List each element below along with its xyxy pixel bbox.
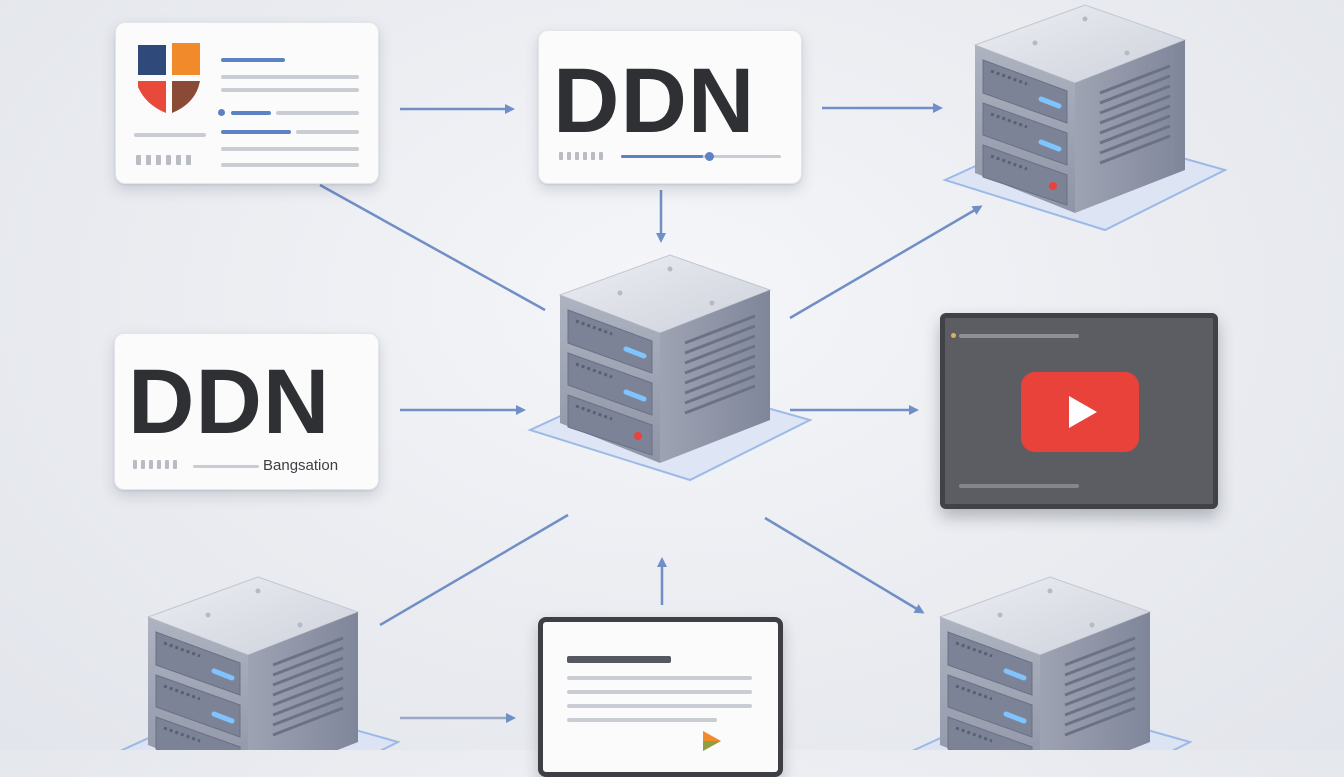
video-player: [940, 313, 1218, 509]
connectors: [319, 103, 983, 723]
ddn-card-left: DDN Bangsation: [114, 333, 379, 490]
card-tick: [133, 460, 137, 469]
doc-line: [567, 676, 752, 680]
ddn-card-top: DDN: [538, 30, 802, 184]
card-tick: [156, 155, 161, 165]
card-tick: [146, 155, 151, 165]
doc-play-icon: [701, 729, 723, 753]
doc-line: [567, 704, 752, 708]
card-tick: [173, 460, 177, 469]
card-line: [221, 130, 291, 134]
doc-heading: [567, 656, 671, 663]
card-tick: [149, 460, 153, 469]
card-line: [296, 130, 359, 134]
card-tick: [166, 155, 171, 165]
card-line: [221, 75, 359, 79]
card-tick: [599, 152, 603, 160]
ddn-title: DDN: [553, 50, 756, 152]
card-line: [231, 111, 271, 115]
card-tick: [591, 152, 595, 160]
card-tick: [575, 152, 579, 160]
arrow-center-to-top-right: [789, 205, 983, 320]
line-logo-to-center: [319, 183, 546, 312]
video-top-bar: [959, 334, 1079, 338]
card-line: [221, 58, 285, 62]
doc-line: [567, 718, 717, 722]
card-line: [221, 147, 359, 151]
card-line: [193, 465, 259, 468]
card-tick: [141, 460, 145, 469]
doc-line: [567, 690, 752, 694]
logo-icon: [136, 39, 206, 117]
document-icon: [538, 617, 783, 777]
server-icon-bottom-left: [118, 577, 398, 750]
card-dot: [218, 109, 225, 116]
card-tick: [583, 152, 587, 160]
card-tick: [567, 152, 571, 160]
card-line: [221, 88, 359, 92]
app-card: [115, 22, 379, 184]
progress-fill: [621, 155, 703, 158]
card-tick: [157, 460, 161, 469]
card-tick: [165, 460, 169, 469]
server-icon-bottom-right: [910, 577, 1190, 750]
video-progress: [959, 484, 1079, 488]
line-bottom-left-to-center: [379, 513, 569, 627]
server-icon-top-right: [945, 5, 1225, 230]
server-icon-center: [530, 255, 810, 480]
card-line: [221, 163, 359, 167]
ddn-title: DDN: [128, 351, 331, 453]
card-line: [134, 133, 206, 137]
progress-knob: [705, 152, 714, 161]
card-tick: [176, 155, 181, 165]
card-line: [276, 111, 359, 115]
card-tick: [136, 155, 141, 165]
card-tick: [559, 152, 563, 160]
network-diagram: [0, 0, 1344, 750]
play-icon[interactable]: [1021, 372, 1139, 452]
card-tick: [186, 155, 191, 165]
arrow-center-to-bottom-right: [764, 516, 925, 614]
ddn-subtitle: Bangsation: [263, 457, 339, 474]
video-top-dot: [951, 333, 956, 338]
